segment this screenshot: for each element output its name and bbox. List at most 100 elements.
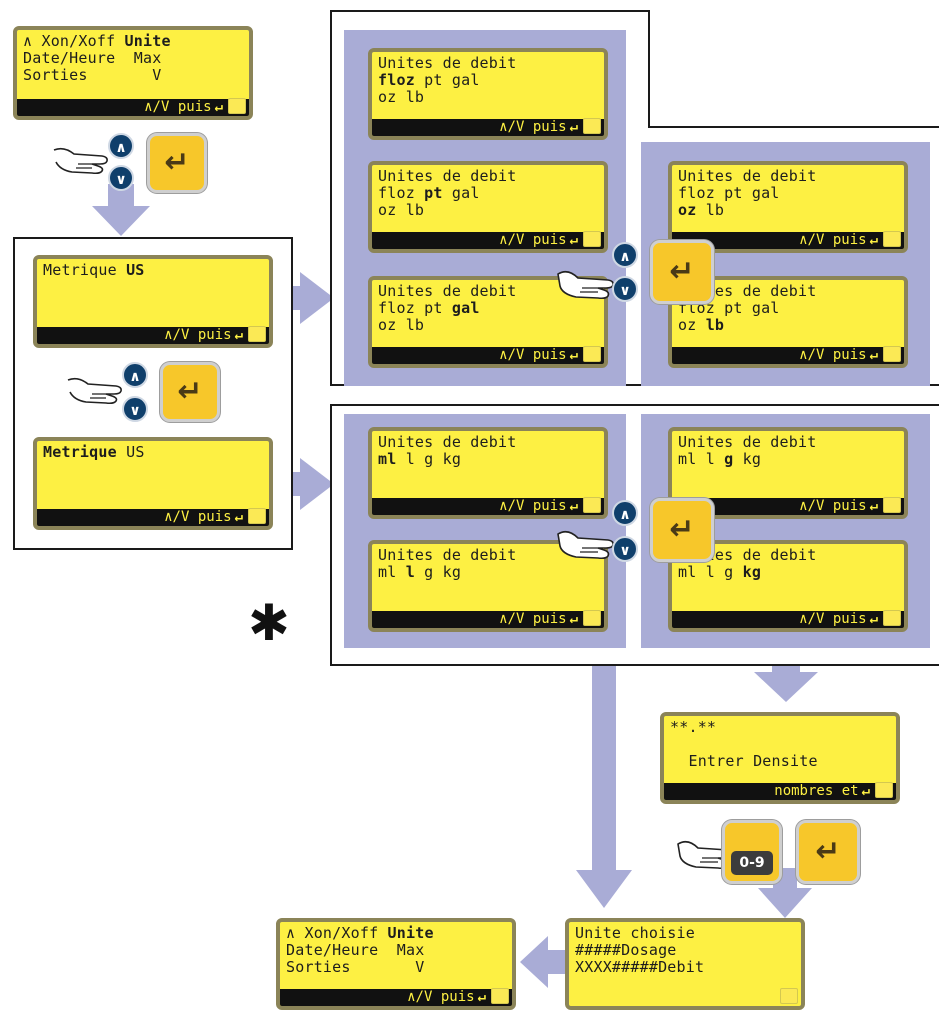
lcd-status-bar: nombres et↵	[664, 783, 896, 800]
lcd-selected-option: Unite	[124, 32, 171, 50]
lcd-status-text: ∧/V puis	[164, 509, 232, 525]
hand-pointer-icon	[66, 370, 126, 410]
lcd-selected-option: kg	[742, 563, 762, 581]
lcd-text: g kg	[414, 563, 462, 581]
lcd-line: Date/Heure Max	[286, 942, 424, 959]
lcd-text: pt gal	[414, 71, 480, 89]
enter-icon: ↵	[869, 232, 878, 248]
lcd-text: ∧ Xon/Xoff	[23, 32, 125, 50]
numeric-key-label: 0-9	[731, 851, 773, 875]
lcd-status-text: ∧/V puis	[164, 327, 232, 343]
hand-pointer-icon	[52, 140, 112, 180]
frame-us-units-right-edge	[648, 10, 650, 128]
lcd-line: ml l g kg	[378, 451, 461, 468]
enter-icon: ↵	[669, 511, 695, 547]
lcd-text: Sorties V	[23, 66, 162, 84]
down-arrow-button[interactable]: ∨	[108, 165, 134, 191]
arrow-left-menu	[520, 936, 566, 988]
lcd-selected-option: l	[405, 563, 415, 581]
lcd-text: ml l	[678, 450, 725, 468]
frame-us-units-bottom	[330, 384, 939, 386]
lcd-corner-indicator	[583, 497, 601, 513]
lcd-text: floz pt gal	[678, 184, 780, 202]
down-arrow-button[interactable]: ∨	[612, 276, 638, 302]
lcd-status-text: ∧/V puis	[799, 232, 867, 248]
lcd-line: #####Dosage	[575, 942, 677, 959]
enter-key[interactable]: ↵	[796, 820, 860, 884]
lcd-line: ∧ Xon/Xoff Unite	[23, 33, 171, 50]
lcd-line: floz pt gal	[378, 185, 480, 202]
enter-icon: ↵	[569, 119, 578, 135]
numeric-key[interactable]: 0-9	[722, 820, 782, 884]
lcd-line: oz lb	[678, 317, 724, 334]
lcd-status-bar: ∧/V puis↵	[372, 232, 604, 249]
lcd-status-bar: ∧/V puis↵	[672, 498, 904, 515]
arrow-down-densite	[754, 650, 818, 702]
lcd-corner-indicator	[248, 508, 266, 524]
lcd-text: Date/Heure Max	[286, 941, 425, 959]
enter-key[interactable]: ↵	[160, 362, 220, 422]
lcd-status-text: ∧/V puis	[799, 611, 867, 627]
enter-key[interactable]: ↵	[147, 133, 207, 193]
lcd-corner-indicator	[583, 231, 601, 247]
lcd-status-bar: ∧/V puis↵	[280, 989, 512, 1006]
lcd-selected-option: ml	[378, 450, 397, 468]
enter-key[interactable]: ↵	[650, 498, 714, 562]
lcd-selected-option: gal	[451, 299, 480, 317]
lcd-corner-indicator	[883, 497, 901, 513]
up-arrow-button[interactable]: ∧	[108, 133, 134, 159]
lcd-text: gal	[442, 184, 480, 202]
enter-icon: ↵	[569, 498, 578, 514]
lcd-selected-option: US	[126, 261, 145, 279]
enter-icon: ↵	[869, 611, 878, 627]
lcd-selected-option: oz	[678, 201, 697, 219]
lcd-line: ml l g kg	[378, 564, 461, 581]
enter-icon: ↵	[569, 347, 578, 363]
enter-key[interactable]: ↵	[650, 240, 714, 304]
lcd-selected-option: Unite	[387, 924, 434, 942]
lcd-status-bar: ∧/V puis↵	[37, 327, 269, 344]
lcd-status-bar: ∧/V puis↵	[372, 611, 604, 628]
up-arrow-button[interactable]: ∧	[612, 500, 638, 526]
lcd-line: Unites de debit	[678, 434, 816, 451]
lcd-status-bar: ∧/V puis↵	[17, 99, 249, 116]
lcd-line: oz lb	[378, 317, 424, 334]
lcd-text: Unites de debit	[678, 167, 817, 185]
lcd-text: lb	[696, 201, 725, 219]
down-arrow-button[interactable]: ∨	[122, 396, 148, 422]
lcd-line: ml l g kg	[678, 564, 761, 581]
lcd-line: Unites de debit	[378, 55, 516, 72]
down-arrow-button[interactable]: ∨	[612, 536, 638, 562]
lcd-text: oz	[678, 316, 706, 334]
lcd-status-bar: ∧/V puis↵	[37, 509, 269, 526]
lcd-status-text: ∧/V puis	[144, 99, 212, 115]
lcd-text: Unites de debit	[378, 167, 517, 185]
lcd-status-bar: ∧/V puis↵	[672, 347, 904, 364]
lcd-text: oz lb	[378, 201, 425, 219]
lcd-status-text: ∧/V puis	[499, 232, 567, 248]
lcd-line: Metrique US	[43, 262, 145, 279]
lcd-corner-indicator	[583, 610, 601, 626]
lcd-text: US	[116, 443, 145, 461]
lcd-status-bar: ∧/V puis↵	[372, 498, 604, 515]
lcd-status-bar: ∧/V puis↵	[372, 347, 604, 364]
enter-icon: ↵	[669, 253, 695, 289]
up-arrow-button[interactable]: ∧	[122, 362, 148, 388]
lcd-text: Sorties V	[286, 958, 425, 976]
lcd-status-text: nombres et	[774, 783, 859, 799]
lcd-text: floz	[378, 184, 425, 202]
enter-icon: ↵	[869, 347, 878, 363]
lcd-text: Metrique	[43, 261, 127, 279]
enter-icon: ↵	[861, 783, 870, 799]
lcd-text: oz lb	[378, 88, 425, 106]
up-arrow-button[interactable]: ∧	[612, 242, 638, 268]
lcd-text: Unites de debit	[678, 433, 817, 451]
